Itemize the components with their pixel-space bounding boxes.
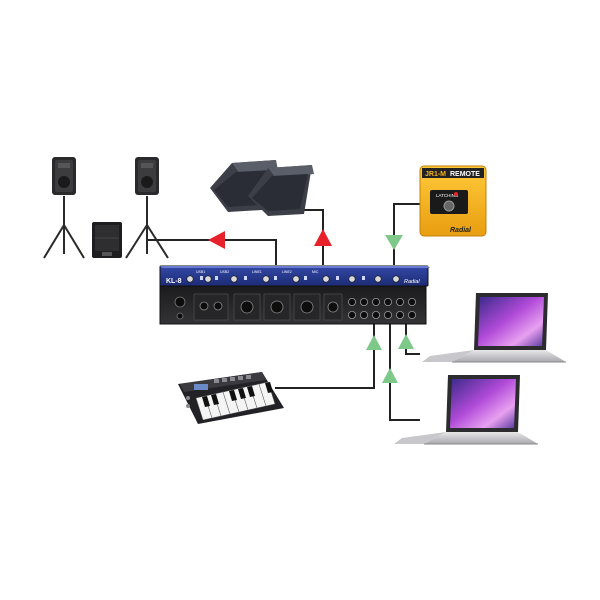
laptop-top <box>422 293 566 363</box>
mixer-brand-label: Radial <box>404 279 420 285</box>
footswitch-button <box>443 200 455 212</box>
cable-to-pa-speaker <box>147 239 277 265</box>
knob-icon <box>348 275 356 283</box>
pa-speaker-icon <box>52 157 76 195</box>
jack-connector-grid <box>347 297 416 319</box>
mixer-channel-label: USB1 <box>196 270 205 274</box>
mixer-model-label: KL-8 <box>166 278 182 285</box>
laptop-bottom <box>394 375 538 445</box>
input-arrow-laptop-1 <box>398 334 414 349</box>
cable-to-floor-monitor <box>300 209 324 265</box>
xlr-connector-icon <box>270 300 284 314</box>
mixer-unit: KL-8 Radial USB1 USB2 LINE1 LINE2 MIC <box>159 265 430 325</box>
footswitch-brand: Radial <box>450 227 472 234</box>
cable-from-keyboard <box>275 322 375 389</box>
mixer-channel-labels: USB1 USB2 LINE1 LINE2 MIC <box>196 270 319 274</box>
input-arrow-keyboard <box>366 335 382 350</box>
output-arrow-to-monitor <box>314 229 332 246</box>
footswitch-icon: JR1-M REMOTE LATCHING Radial <box>419 165 487 237</box>
knob-icon <box>262 275 270 283</box>
input-arrow-footswitch <box>385 235 403 250</box>
knob-icon <box>230 275 238 283</box>
laptop-icon <box>394 375 538 445</box>
speaker-stand-icon <box>43 196 85 259</box>
laptop-icon <box>422 293 566 363</box>
knob-icon <box>322 275 330 283</box>
knob-icon <box>392 275 400 283</box>
knob-icon <box>204 275 212 283</box>
subwoofer-icon <box>92 222 122 258</box>
footswitch-title-left: JR1-M <box>425 171 446 178</box>
cable-from-laptop-1 <box>405 322 420 355</box>
output-arrow-to-speakers <box>208 231 225 249</box>
speaker-stand-icon <box>125 196 169 259</box>
knob-icon <box>292 275 300 283</box>
knob-icon <box>186 275 194 283</box>
pa-speaker-left <box>43 157 85 259</box>
mixer-channel-label: LINE2 <box>282 270 292 274</box>
mixer-channel-label: MIC <box>312 270 319 274</box>
jack-connector-icon <box>327 301 339 313</box>
floor-monitor-icon <box>210 160 314 216</box>
knob-icon <box>374 275 382 283</box>
xlr-connector-icon <box>240 300 254 314</box>
footswitch-button-label: LATCHING <box>436 193 459 198</box>
signal-arrows <box>208 229 414 383</box>
mixer-buttons <box>200 276 365 280</box>
footswitch-title-right: REMOTE <box>450 171 480 178</box>
cable-from-laptop-2 <box>389 322 420 421</box>
xlr-connector-icon <box>176 312 184 320</box>
jack-connector-icon <box>213 301 223 311</box>
xlr-connector-icon <box>300 300 314 314</box>
xlr-connector-icon <box>174 296 186 308</box>
input-arrow-laptop-2 <box>382 368 398 383</box>
jack-connector-icon <box>199 301 209 311</box>
pa-speaker-icon <box>135 157 159 195</box>
pa-speaker-right <box>125 157 169 259</box>
mixer-channel-label: LINE1 <box>252 270 262 274</box>
mixer-knobs <box>186 275 400 283</box>
mixer-channel-label: USB2 <box>220 270 229 274</box>
midi-keyboard-icon <box>178 372 284 424</box>
mixer-rear-connectors <box>174 293 416 321</box>
